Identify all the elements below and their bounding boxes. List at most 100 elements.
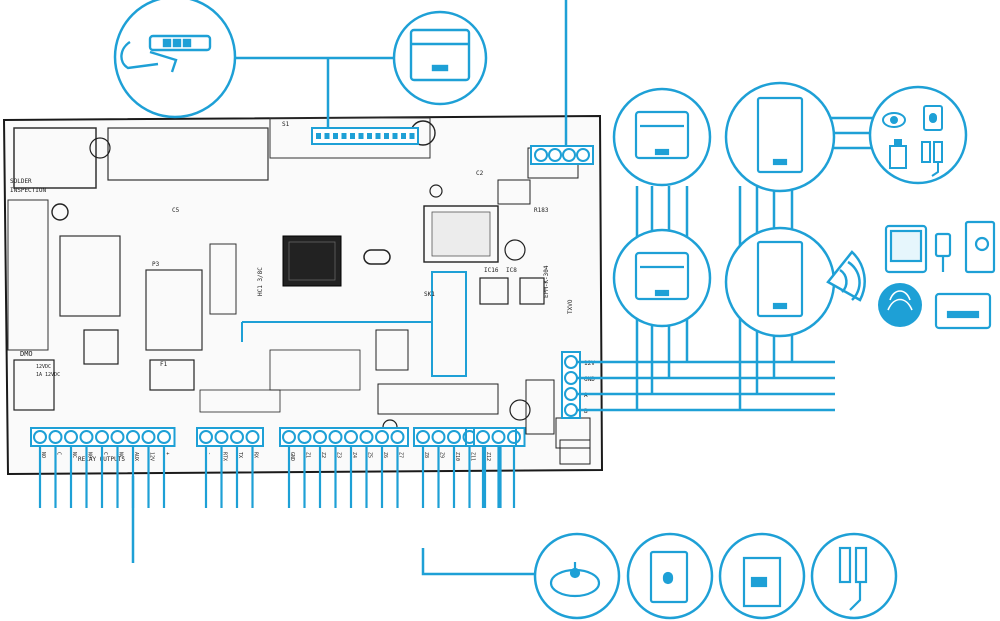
terminal-label: Z12 (485, 452, 491, 461)
reader-icon (756, 240, 804, 318)
secondary-chip (423, 205, 499, 263)
tamper-switch-icon (120, 34, 212, 73)
keypad-circle-1 (612, 87, 712, 187)
top-callouts (113, 0, 488, 128)
terminal-label: Z3 (336, 452, 342, 458)
bottom-terminal-blocks (30, 427, 526, 447)
terminal-screw (313, 430, 327, 444)
silk-solder: SOLDER (10, 178, 32, 185)
header-pin (384, 133, 389, 139)
side-label-4: B (584, 408, 588, 415)
bus-terminal: 12V GND A B (561, 351, 595, 419)
terminal-label: C (102, 452, 108, 455)
intercom-icon (964, 220, 996, 274)
terminal-label: Z2 (320, 452, 326, 458)
header-pin (350, 133, 355, 139)
keypad-circle-2 (612, 228, 712, 328)
header-pin (367, 133, 372, 139)
terminal-label: Z11 (470, 452, 476, 461)
pir-motion-icon (923, 105, 943, 131)
terminal-label: Z4 (351, 452, 357, 458)
terminal-screw (230, 430, 244, 444)
terminal-label: RX (253, 452, 259, 458)
silk-ic8: IC8 (506, 267, 517, 274)
door-contact-icon (921, 141, 943, 177)
terminal-label: Z8 (423, 452, 429, 458)
terminal-label: GND (289, 452, 295, 461)
header-pin (316, 133, 321, 139)
terminal-label: TX (237, 452, 243, 458)
terminal-label: NC (71, 452, 77, 458)
door-contact-icon (838, 546, 868, 611)
fingerprint-icon (878, 283, 922, 327)
terminal-screw (141, 430, 156, 444)
terminal-label: AUX (133, 452, 139, 461)
header-pin (324, 133, 330, 139)
terminal-label: Z7 (398, 452, 404, 458)
terminal-screw (375, 430, 389, 444)
keypad-icon (634, 110, 690, 160)
header-pin (358, 133, 364, 139)
terminal-screw (344, 430, 358, 444)
siren-circle (718, 532, 806, 620)
terminal-screw (431, 430, 446, 444)
terminal-label: 12V (149, 452, 155, 461)
silk-ic16: IC16 (484, 267, 499, 274)
silk-c5: C5 (172, 207, 180, 214)
mcu-chip (282, 235, 342, 287)
terminal-screw (95, 430, 109, 444)
silk-c2: C2 (476, 170, 484, 177)
siren-icon (742, 556, 782, 608)
terminal-label: Z6 (382, 452, 388, 458)
sensor-hub-circle (868, 85, 968, 185)
terminal-label: Z1 (305, 452, 311, 458)
reader-icon (756, 96, 804, 174)
silk-s1: S1 (282, 121, 290, 128)
terminal-screw (507, 430, 521, 444)
terminal-label: C (56, 452, 62, 455)
silk-spec-1: 12VDC (36, 364, 51, 370)
rfid-waves (826, 250, 866, 302)
terminal-screw (126, 430, 140, 444)
side-label-2: GND (584, 376, 595, 383)
terminal-label: NO (40, 452, 46, 458)
terminal-screw (359, 430, 374, 444)
terminal-screw (157, 430, 171, 444)
smoke-detector-icon (549, 562, 601, 598)
control-board: SOLDER INSPECTION C5 S1 C2 R183 IC16 IC8… (2, 114, 604, 476)
silk-inspection: INSPECTION (10, 187, 47, 194)
silk-sk1: SK1 (424, 291, 435, 298)
terminal-screw (79, 430, 94, 444)
silk-mcu-label: HC1 3/8C (257, 267, 264, 296)
terminal-label: Z9 (439, 452, 445, 458)
terminal-screw (447, 430, 461, 444)
siren-icon (889, 139, 907, 169)
terminal-screw (416, 430, 430, 444)
terminal-screw (297, 430, 312, 444)
terminal-screw (33, 430, 47, 444)
silk-power-label: EPM-K-304 (543, 265, 550, 298)
header-pin (341, 133, 347, 139)
terminal-screw (245, 430, 260, 444)
keypad-icon (634, 251, 690, 301)
header-pin (333, 133, 338, 139)
side-label-3: A (584, 392, 588, 399)
tablet-icon (884, 224, 928, 274)
terminal-screw (328, 430, 343, 444)
terminal-screw (64, 430, 78, 444)
keypad-icon (409, 28, 471, 82)
reader-circle-1 (724, 81, 836, 193)
header-pin (375, 133, 381, 139)
terminal-label: Z5 (367, 452, 373, 458)
terminal-screw (110, 430, 125, 444)
terminal-label: RTX (222, 452, 228, 461)
terminal-screw (476, 430, 490, 444)
sk1-module (431, 271, 467, 377)
silk-dmo: DMO (20, 350, 33, 358)
terminal-screw (282, 430, 296, 444)
smoke-detector-icon (882, 112, 906, 128)
terminal-screw (199, 430, 213, 444)
board-top-header (311, 127, 419, 145)
side-label-1: 12V (584, 360, 595, 367)
